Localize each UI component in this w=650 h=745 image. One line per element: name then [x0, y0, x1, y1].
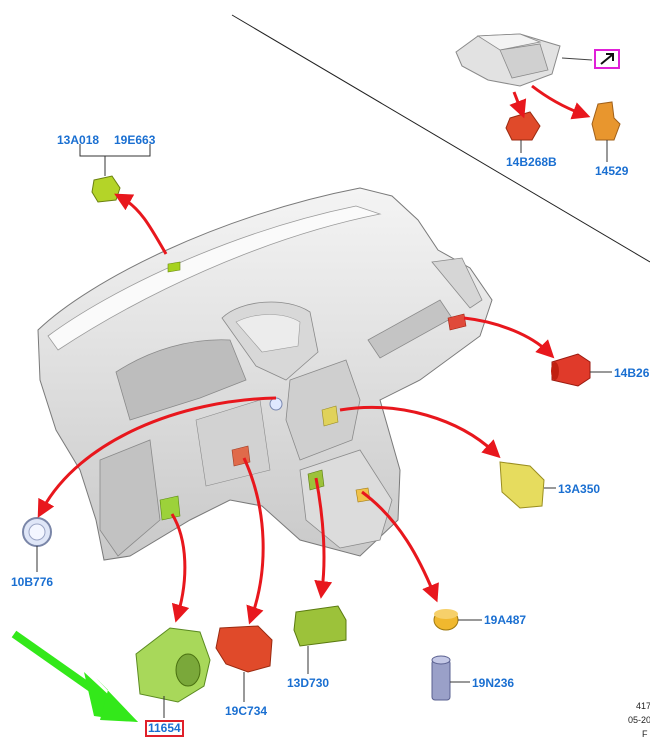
arrow-to-13A350 [339, 405, 501, 459]
footer-ref-2: 05-20 [628, 715, 650, 725]
overhead-console [455, 33, 593, 87]
callout-19N236[interactable]: 19N236 [472, 676, 515, 690]
arrow-to-14B268B [509, 91, 527, 119]
instrument-panel [37, 187, 493, 561]
arrow-to-19C734 [242, 457, 265, 625]
callout-11654-highlighted[interactable]: 11654 [145, 720, 184, 737]
part-13D730 [293, 605, 347, 647]
part-14529 [591, 101, 621, 141]
separator-line [231, 14, 650, 263]
arrow-to-19A487 [361, 490, 439, 603]
arrow-to-13D730 [314, 477, 333, 599]
callout-10B776[interactable]: 10B776 [11, 575, 54, 589]
green-highlight-arrow [11, 630, 138, 722]
arrow-to-14529 [531, 84, 591, 120]
callout-19A487[interactable]: 19A487 [484, 613, 527, 627]
callout-19C734[interactable]: 19C734 [225, 704, 268, 718]
part-19N236 [431, 655, 451, 701]
part-10B776 [22, 517, 52, 547]
part-13A018 [91, 175, 121, 203]
arrow-to-10B776 [37, 396, 277, 518]
part-11654 [135, 627, 211, 703]
callout-13D730[interactable]: 13D730 [287, 676, 330, 690]
leader-lines [36, 140, 612, 718]
callout-13A350[interactable]: 13A350 [558, 482, 601, 496]
part-14B26 [551, 353, 591, 387]
arrow-to-11654 [170, 513, 190, 623]
callout-14529[interactable]: 14529 [595, 164, 629, 178]
part-14B268B [505, 111, 541, 141]
callout-13A018[interactable]: 13A018 [57, 133, 100, 147]
callout-14B268B[interactable]: 14B268B [506, 155, 557, 169]
callout-19E663[interactable]: 19E663 [114, 133, 156, 147]
footer-ref-1: 417 [636, 701, 650, 711]
part-13A350 [499, 461, 545, 509]
arrow-to-13A018 [114, 193, 168, 255]
callout-14B26[interactable]: 14B26 [614, 366, 650, 380]
part-19A487 [433, 609, 459, 631]
arrow-to-14B26 [463, 316, 555, 359]
red-arrows [37, 84, 591, 625]
arrow-up-right-icon[interactable] [594, 49, 620, 69]
part-19C734 [215, 625, 273, 673]
footer-ref-3: F [642, 729, 648, 739]
